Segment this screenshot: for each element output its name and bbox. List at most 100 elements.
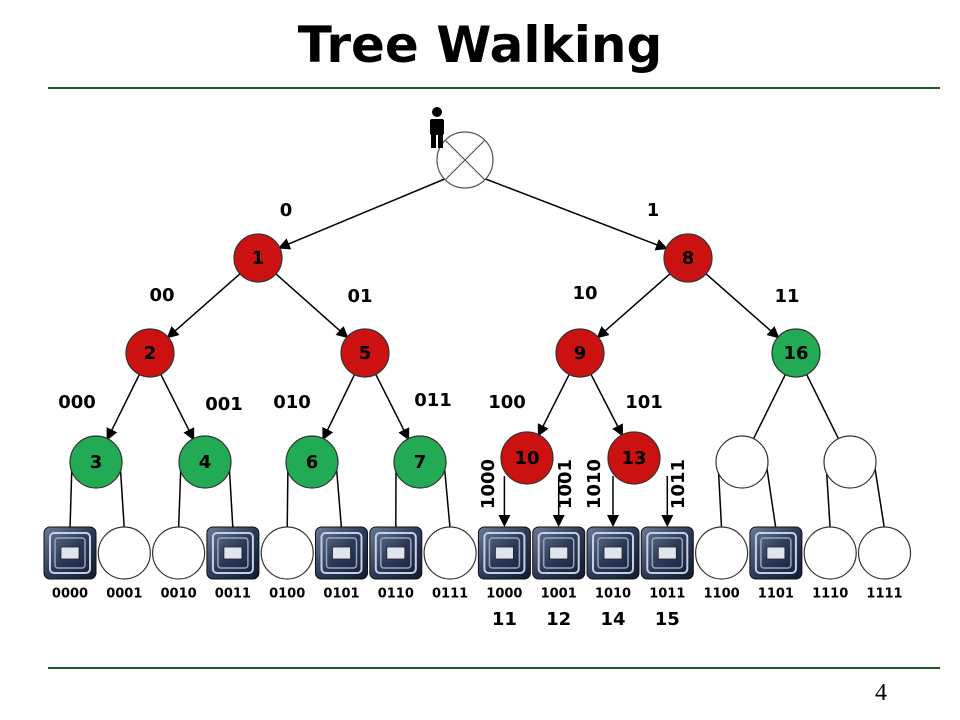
tree-node <box>771 328 821 378</box>
tree-node-label: 2 <box>144 343 157 364</box>
rfid-tag-icon <box>369 526 423 580</box>
step-number: 15 <box>655 609 680 630</box>
person-icon-body <box>430 119 444 135</box>
rfid-tag-icon <box>43 526 97 580</box>
edge-l2-1-1 <box>375 374 410 441</box>
empty-leaf-node <box>260 526 314 580</box>
top-divider <box>48 87 940 89</box>
edge-l2-0-1 <box>160 374 195 441</box>
rfid-tag-icon-coil <box>646 532 689 574</box>
tree-node-label: 7 <box>414 452 427 473</box>
rfid-tag-icon <box>749 526 803 580</box>
rfid-tag-icon-coil <box>217 537 249 569</box>
tree-node-label: 8 <box>682 248 695 269</box>
tree-node-label: 9 <box>574 343 587 364</box>
leaf-code: 1110 <box>812 587 848 602</box>
leaf-code: 1100 <box>704 587 740 602</box>
rfid-tag-icon-coil <box>211 532 254 574</box>
rfid-tag-icon-chip <box>603 546 623 560</box>
crossed-circle-icon-stroke <box>444 139 486 181</box>
edge-l3-6-1 <box>765 461 777 530</box>
rfid-tag-icon-chip <box>332 546 351 560</box>
tree-node <box>69 435 123 489</box>
edge-label: 000 <box>58 392 96 413</box>
rfid-tag-icon-coil <box>380 537 412 569</box>
rfid-tag-icon-coil <box>483 532 526 574</box>
edge-label: 0 <box>280 200 293 221</box>
tree-node-label: 1 <box>252 248 265 269</box>
step-number: 11 <box>492 609 517 630</box>
rfid-tag-icon-coil <box>488 537 521 569</box>
tree-node-label: 16 <box>783 343 808 364</box>
edge-label-vertical: 1001 <box>555 459 576 509</box>
page-number: 4 <box>875 680 887 706</box>
empty-leaf-node <box>97 526 151 580</box>
rfid-tag-icon-chip <box>549 546 569 560</box>
tree-node-label: 13 <box>621 448 646 469</box>
edge-l2-0-0 <box>106 374 141 441</box>
empty-leaf-node <box>857 526 912 580</box>
rfid-tag-icon <box>532 526 586 580</box>
tree-node <box>607 431 661 485</box>
leaf-code: 1010 <box>595 587 631 602</box>
rfid-tag-icon-coil <box>542 537 575 569</box>
tree-node <box>178 435 232 489</box>
leaf-code: 0101 <box>323 587 359 602</box>
bottom-divider <box>48 667 940 669</box>
tree-node <box>285 435 339 489</box>
rfid-tag-icon-coil <box>754 532 797 574</box>
edge-l3-1-1 <box>228 461 234 530</box>
rfid-tag-icon <box>206 526 260 580</box>
edge-l2-1-0 <box>322 374 356 441</box>
rfid-tag-icon-coil <box>54 537 86 569</box>
edge-label-vertical: 1011 <box>668 459 689 509</box>
person-icon-head <box>432 107 442 117</box>
person-icon-leg <box>438 134 443 148</box>
rfid-tag-icon-coil <box>597 537 629 569</box>
tree-node <box>823 435 877 489</box>
rfid-tag-icon-coil <box>651 537 684 569</box>
edge-l1-0-0 <box>166 273 241 339</box>
leaf-code: 1000 <box>486 587 522 602</box>
edges-layer <box>69 177 886 530</box>
empty-leaf-node <box>423 526 477 580</box>
tree-node-label: 6 <box>306 452 319 473</box>
edge-l1-0-1 <box>275 273 349 339</box>
edge-l3-2-1 <box>335 461 343 530</box>
person-icon <box>430 107 444 148</box>
edge-l2-2-1 <box>590 373 624 437</box>
rfid-tag-icon-coil <box>325 537 358 569</box>
edge-label: 01 <box>347 286 372 307</box>
edge-l3-7-1 <box>873 461 886 530</box>
edge-label: 1 <box>647 200 660 221</box>
edge-l3-0-1 <box>119 461 126 530</box>
tree-node-label: 5 <box>359 343 372 364</box>
leaf-code: 0100 <box>269 587 305 602</box>
leaf-code: 0011 <box>215 587 251 602</box>
slide-title: Tree Walking <box>297 16 663 74</box>
edge-label: 010 <box>273 392 311 413</box>
empty-leaf-node <box>803 526 857 580</box>
leaf-code: 1111 <box>866 587 902 602</box>
tree-node-label: 4 <box>199 452 212 473</box>
edge-label: 11 <box>774 286 799 307</box>
edge-label: 100 <box>488 392 526 413</box>
rfid-tag-icon <box>640 526 694 580</box>
edge-label: 101 <box>625 392 663 413</box>
leaf-code: 0110 <box>378 587 414 602</box>
edge-l3-3-1 <box>443 461 451 530</box>
edge-label-vertical: 1000 <box>478 459 499 509</box>
edge-label: 011 <box>414 390 452 411</box>
edge-l2-2-0 <box>537 374 570 437</box>
edge-l3-1-0 <box>177 461 182 530</box>
step-number: 12 <box>546 609 571 630</box>
step-number: 14 <box>600 609 625 630</box>
empty-leaf-node <box>152 526 206 580</box>
rfid-tag-icon <box>477 526 531 580</box>
edge-root-0 <box>277 177 448 250</box>
tree-node-label: 10 <box>514 448 539 469</box>
rfid-tag-icon <box>315 526 368 580</box>
leaf-code: 1101 <box>758 587 794 602</box>
rfid-tag-icon-chip <box>60 546 80 560</box>
